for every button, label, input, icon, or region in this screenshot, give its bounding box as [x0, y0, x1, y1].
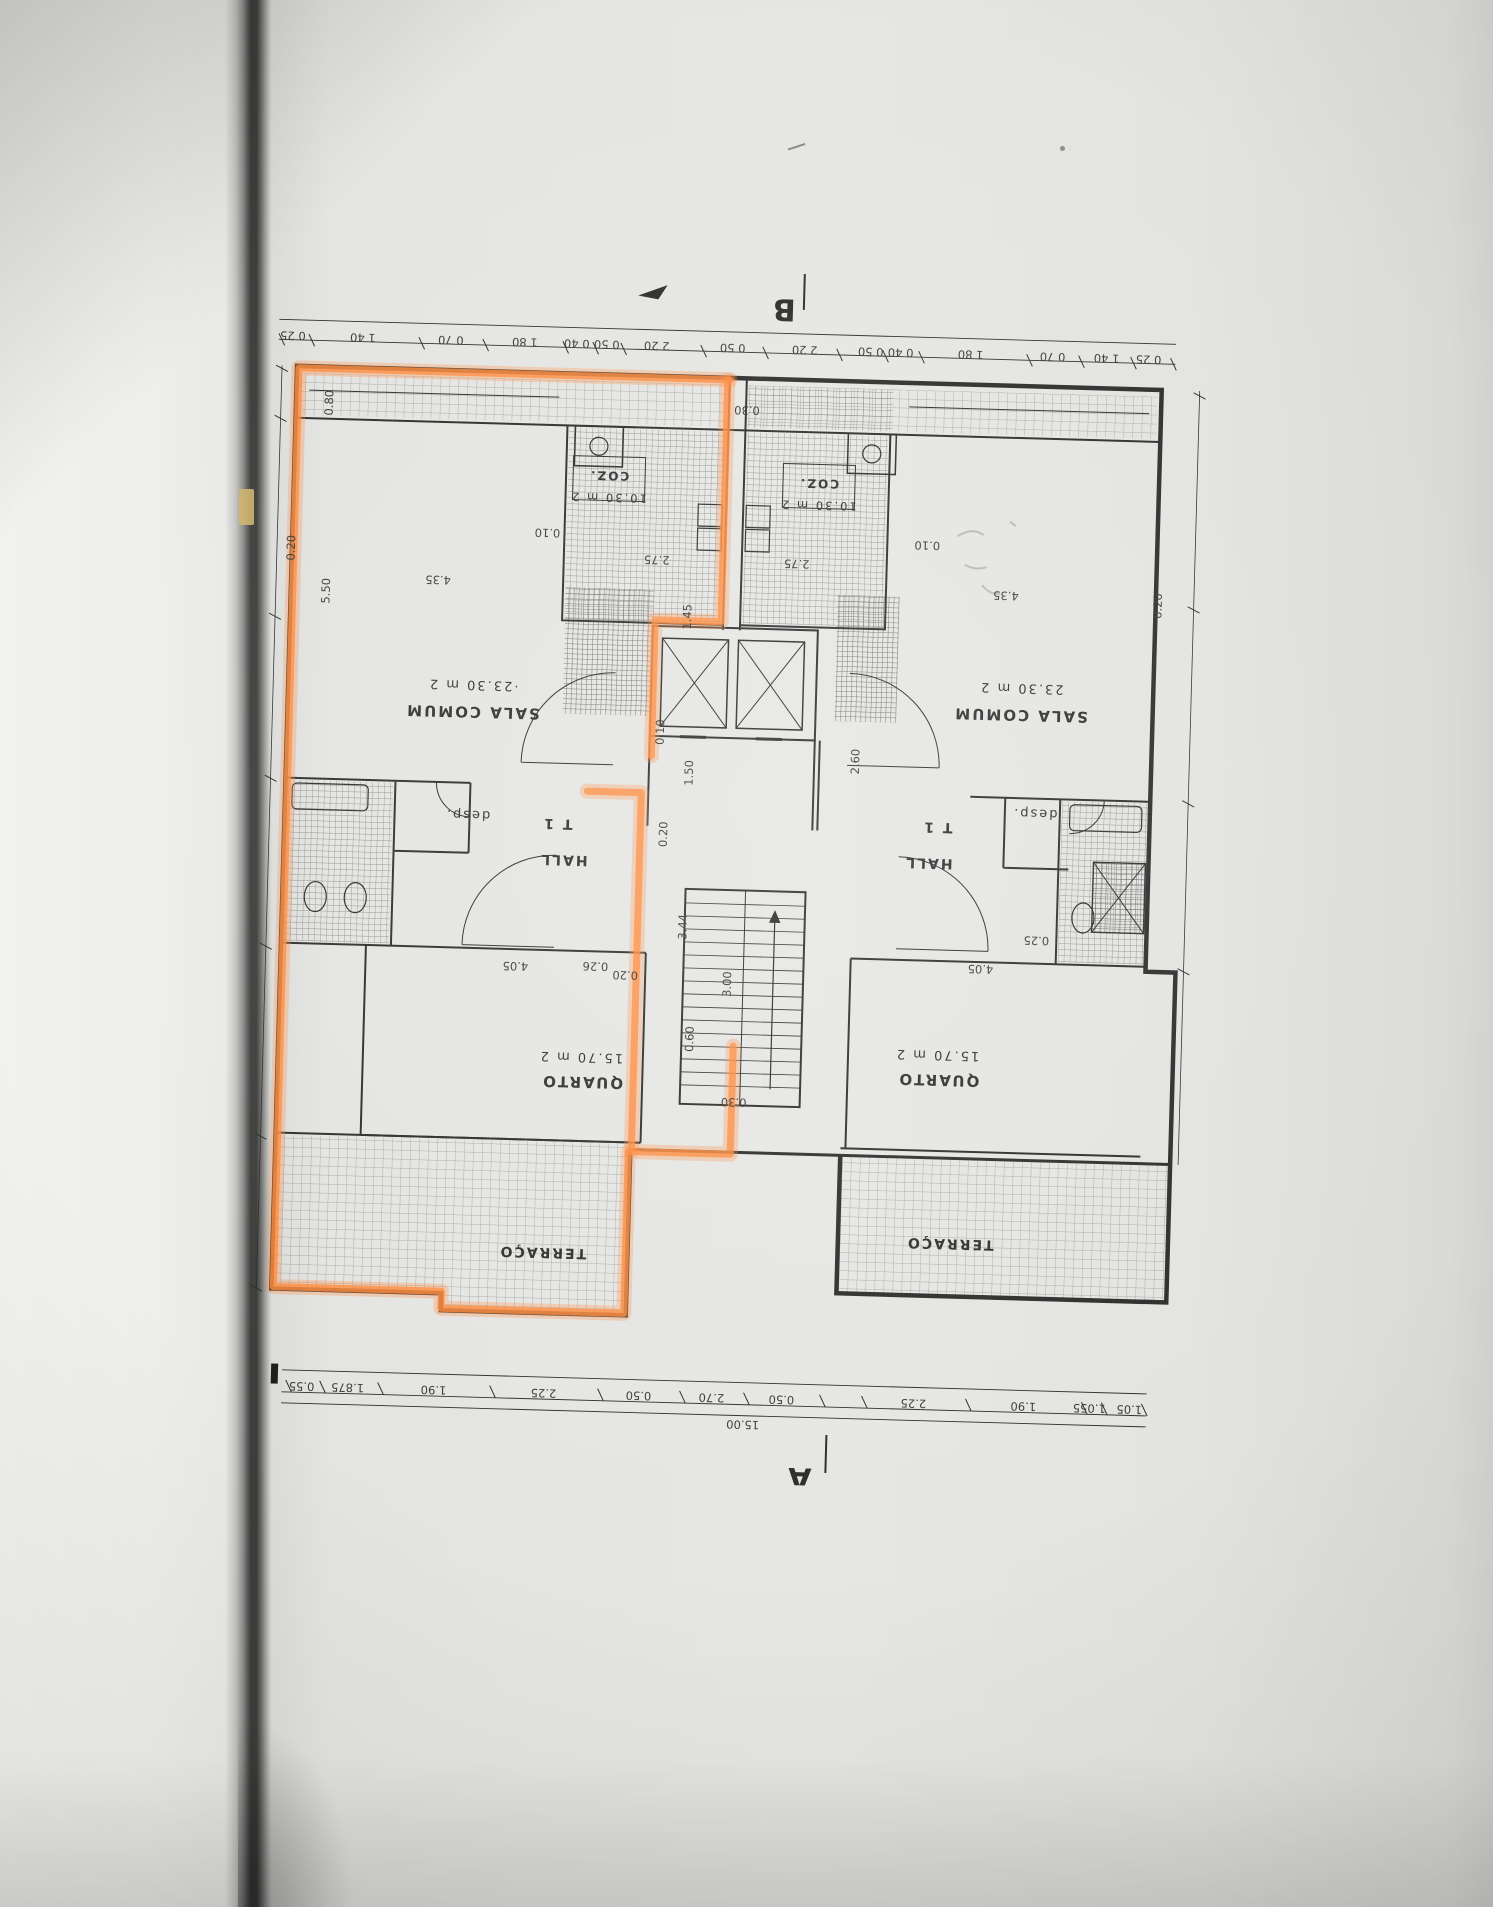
room-label: COZ. [589, 468, 630, 483]
dimension-label: 1 80 [958, 347, 984, 362]
room-label: 23.30 m 2 [979, 679, 1064, 696]
dimension-label: 0.60 [682, 1026, 697, 1052]
dimension-label: 1.90 [421, 1383, 447, 1398]
dimension-label: 15.00 [726, 1417, 759, 1432]
room-label: HALL [904, 854, 953, 871]
room-label: 15.70 m 2 [538, 1048, 623, 1065]
dimension-label: 4.05 [967, 962, 993, 977]
dimension-labels: 0 25 1 40 0 70 1 80 0 40 0 50 2 20 0 50 2 20 0 50… [280, 328, 1165, 1432]
floor-plan-svg: ·23.30 m 2 SALA COMUM 23.30 m 2 SALA COMUM C… [250, 273, 1206, 1496]
dimension-label: 0.10 [535, 526, 561, 541]
dimension-label: 2.60 [848, 749, 863, 775]
dimension-label: 0.30 [721, 1095, 747, 1110]
room-label: TERRAÇO [906, 1234, 994, 1252]
dimension-label: 0 50 [594, 337, 620, 352]
dimension-label: 0.26 [582, 959, 608, 974]
yellow-tab-edge [239, 489, 254, 525]
dimension-label: 0 40 [564, 336, 590, 351]
room-label: HALL [539, 851, 588, 868]
section-marker: B [771, 291, 796, 327]
dimension-label: 0 25 [280, 328, 306, 343]
dimension-label: 1.875 [331, 1380, 364, 1395]
dimension-label: 3.00 [720, 971, 735, 997]
room-label: 15.70 m 2 [895, 1046, 980, 1063]
dimension-label: 4.35 [993, 588, 1019, 603]
dimension-label: 1.45 [680, 604, 695, 630]
pen-mark [1060, 146, 1065, 151]
room-label: T 1 [542, 815, 573, 832]
room-label: SALA COMUM [953, 704, 1088, 726]
pencil-smudges [957, 520, 1017, 595]
room-label: QUARTO [541, 1072, 623, 1092]
dimension-label: 0 25 [1136, 352, 1162, 367]
page-corner-shadow [238, 1680, 378, 1907]
room-labels: ·23.30 m 2 SALA COMUM 23.30 m 2 SALA COMUM C… [405, 468, 1088, 1261]
dimension-label: 0.30 [734, 403, 760, 418]
dimension-label: 0.55 [289, 1379, 315, 1394]
dimension-label: 0 40 [888, 345, 914, 360]
dimension-label: 2.70 [698, 1390, 724, 1405]
dimension-label: 4.05 [502, 959, 528, 974]
dimension-label: 1.90 [1010, 1399, 1036, 1414]
tiled-floor-areas [273, 372, 1169, 1314]
room-label: SALA COMUM [405, 701, 540, 723]
dimension-label: 1 40 [1094, 351, 1120, 366]
dimension-label: 0 50 [858, 344, 884, 359]
dimension-label: 1.055 [1073, 1401, 1106, 1416]
room-label: TERRAÇO [498, 1243, 586, 1261]
room-label: 10.30 m 2 [570, 490, 647, 506]
dimension-label: 2 20 [792, 343, 818, 358]
dimension-label: 0.50 [768, 1392, 794, 1407]
dimension-label: 0 50 [720, 341, 746, 356]
dimension-label: 2.25 [530, 1386, 556, 1401]
dimension-label: 0.20 [284, 535, 299, 561]
room-label: 10.30 m 2 [780, 497, 857, 513]
room-label: QUARTO [897, 1070, 979, 1090]
dimension-label: 3.44 [675, 914, 690, 940]
dimension-label: 0 70 [1040, 350, 1066, 365]
dimension-label: 1 40 [350, 330, 376, 345]
pen-mark [784, 133, 806, 151]
dimension-label: 1 80 [512, 335, 538, 350]
dimension-label: 2.75 [784, 556, 810, 571]
section-marker: A [787, 1460, 812, 1496]
floor-plan-drawing: ·23.30 m 2 SALA COMUM 23.30 m 2 SALA COMUM C… [239, 255, 1213, 1496]
dimension-label: 0.20 [1150, 593, 1165, 619]
dimension-label: 2.75 [644, 553, 670, 568]
dimension-label: 1.05 [1116, 1402, 1142, 1417]
dimension-label: 0.10 [914, 538, 940, 553]
dimension-label: 0.10 [653, 719, 668, 745]
dimension-label: 5.50 [318, 578, 333, 604]
dimension-label: 2 20 [644, 339, 670, 354]
dimension-label: 0 70 [438, 333, 464, 348]
dimension-label: 0.25 [1023, 933, 1049, 948]
dimension-label: 4.35 [425, 572, 451, 587]
dimension-label: 2.25 [900, 1396, 926, 1411]
orange-highlight [265, 360, 741, 1321]
room-label: COZ. [799, 476, 840, 491]
dimension-label: 0.80 [322, 390, 337, 416]
dimension-label: 0.20 [656, 821, 671, 847]
dimension-label: 0.20 [612, 968, 638, 983]
room-label: T 1 [922, 818, 953, 835]
room-label: ·23.30 m 2 [428, 676, 519, 694]
room-label: desp. [445, 806, 491, 822]
room-label: desp. [1012, 805, 1058, 821]
dimension-label: 1.50 [681, 760, 696, 786]
dimension-label: 0.50 [625, 1388, 651, 1403]
